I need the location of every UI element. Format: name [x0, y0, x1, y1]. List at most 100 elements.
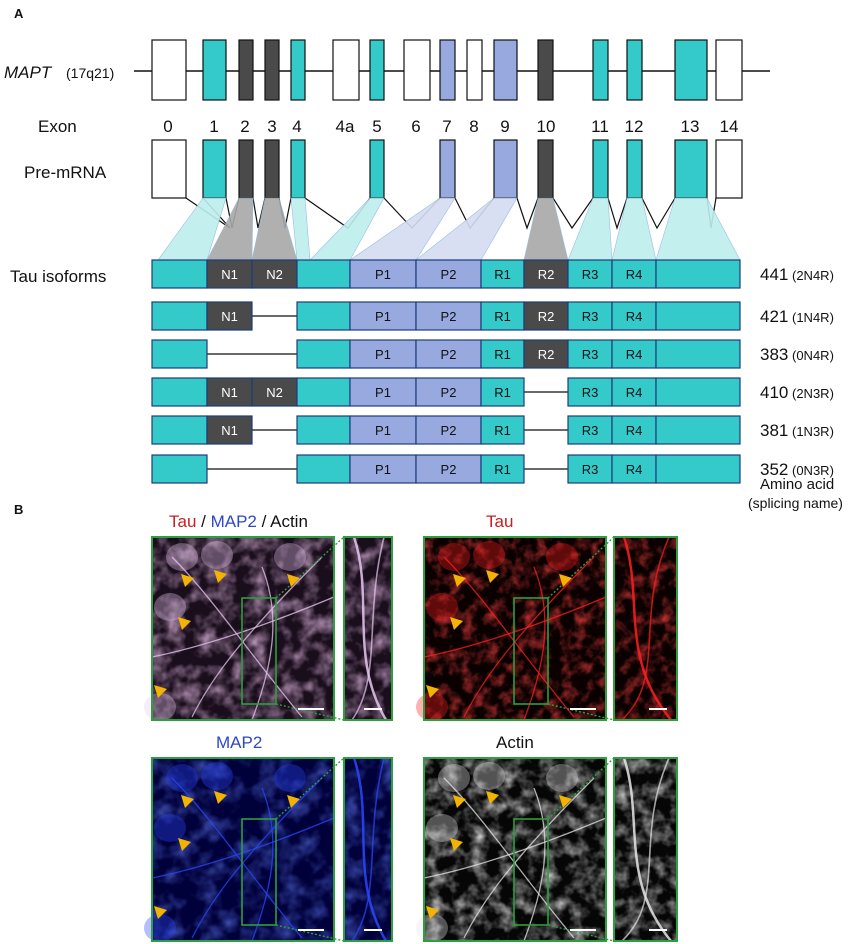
isoform-name: (1N3R) — [792, 424, 834, 439]
segment-label-r2: R2 — [538, 267, 555, 282]
segment-label-p2: P2 — [441, 385, 457, 400]
isoform-segment-tail — [655, 415, 741, 445]
gene-exons — [151, 39, 743, 101]
segment-label-r4: R4 — [626, 423, 643, 438]
segment-label-r3: R3 — [582, 423, 599, 438]
isoform-name: (2N4R) — [792, 268, 834, 283]
arrowhead-icon — [450, 838, 463, 851]
isoform-segment-p2 — [415, 454, 482, 484]
cell-body — [274, 543, 306, 571]
micrograph-panels — [144, 536, 678, 942]
segment-label-p2: P2 — [441, 309, 457, 324]
segment-label-r2: R2 — [538, 347, 555, 362]
gene-exon-3 — [264, 39, 280, 101]
isoform-segment-r2 — [523, 339, 569, 369]
isoform-segment-r3 — [567, 415, 613, 445]
segment-label-r3: R3 — [582, 267, 599, 282]
splice-junction — [607, 197, 628, 230]
isoform-segment-r2 — [523, 301, 569, 331]
neurite — [352, 757, 388, 942]
cell-body — [201, 762, 233, 790]
micrograph-merged — [144, 536, 393, 721]
isoforms-row-label: Tau isoforms — [10, 267, 106, 286]
exon-number-9: 9 — [500, 117, 509, 136]
segment-label-n1: N1 — [221, 423, 238, 438]
arrowhead-icon — [486, 791, 499, 804]
gene-exon-0 — [151, 39, 187, 101]
neurite — [251, 787, 274, 942]
isoform-segment-head — [151, 454, 208, 484]
segment-label-r4: R4 — [626, 385, 643, 400]
neurite — [523, 787, 546, 942]
premrna-exon-13 — [674, 139, 708, 199]
neurite — [151, 596, 335, 658]
panel-b-label: B — [14, 502, 23, 517]
segment-label-n2: N2 — [266, 385, 283, 400]
zoom-inset-texture — [614, 758, 677, 941]
segment-label-r1: R1 — [494, 462, 511, 477]
neurite — [423, 596, 607, 658]
roi-box — [513, 597, 549, 705]
exon-number-8: 8 — [469, 117, 478, 136]
splice-mapping-band — [567, 197, 613, 261]
isoform-segment-mid — [296, 259, 351, 289]
exon-number-13: 13 — [681, 117, 700, 136]
neurite — [621, 757, 670, 942]
segment-label-r3: R3 — [582, 347, 599, 362]
cell-body — [201, 541, 233, 569]
premrna-row-label: Pre-mRNA — [24, 163, 107, 182]
segment-label-r1: R1 — [494, 309, 511, 324]
zoom-inset-frame — [343, 757, 393, 942]
isoform-segment-p2 — [415, 415, 482, 445]
zoom-inset-frame — [613, 536, 678, 721]
neurite — [351, 536, 385, 721]
isoform-segment-mid — [296, 415, 351, 445]
arrowhead-icon — [214, 570, 227, 583]
isoform-segment-n2 — [251, 377, 298, 407]
segment-label-r3: R3 — [582, 462, 599, 477]
exon-number-11: 11 — [591, 117, 609, 136]
isoform-segment-mid — [296, 301, 351, 331]
isoform-segment-n1 — [206, 377, 253, 407]
merged-title-actin: Actin — [270, 512, 308, 531]
isoform-segment-r3 — [567, 259, 613, 289]
map2-title: MAP2 — [216, 733, 262, 752]
exon-row-label: Exon — [38, 117, 77, 136]
gene-exon-10 — [537, 39, 554, 101]
zoom-inset-frame — [613, 757, 678, 942]
isoform-segment-r4 — [611, 377, 657, 407]
tau-title: Tau — [486, 512, 513, 531]
segment-label-r3: R3 — [582, 385, 599, 400]
cell-body — [546, 543, 578, 571]
segment-label-n1: N1 — [221, 385, 238, 400]
premrna-exon-9 — [493, 139, 518, 199]
neurite — [622, 536, 672, 721]
isoform-segment-head — [151, 301, 208, 331]
premrna-exon-2 — [238, 139, 254, 199]
segment-label-n1: N1 — [221, 267, 238, 282]
segment-label-p2: P2 — [441, 462, 457, 477]
cell-body — [438, 764, 470, 792]
arrowhead-icon — [453, 795, 466, 808]
premrna-exon-11 — [592, 139, 609, 199]
isoform-name: (1N4R) — [792, 310, 834, 325]
micrograph-tau — [416, 536, 678, 721]
zoom-inset-frame — [343, 536, 393, 721]
exon-number-14: 14 — [720, 117, 739, 136]
splice-mapping-band — [655, 197, 741, 261]
isoform-segment-n1 — [206, 415, 253, 445]
splice-junction — [641, 197, 676, 230]
exon-number-1: 1 — [209, 117, 218, 136]
splice-mapping-band — [251, 197, 298, 261]
segment-label-r1: R1 — [494, 385, 511, 400]
neurite — [443, 777, 575, 939]
zoom-connector — [547, 924, 615, 942]
arrowhead-icon — [287, 574, 300, 587]
isoform-segment-tail — [655, 301, 741, 331]
isoform-segment-tail — [655, 377, 741, 407]
neurite — [251, 566, 274, 721]
